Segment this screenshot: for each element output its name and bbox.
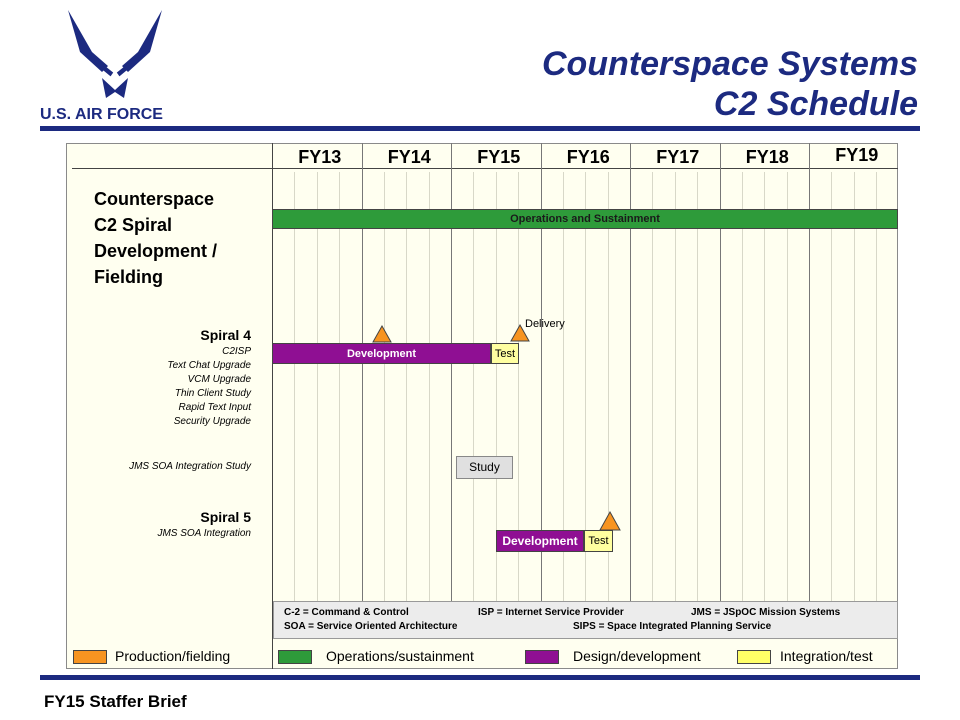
fy-divider-line — [451, 143, 452, 601]
quarter-grid-line — [608, 172, 609, 601]
fy-label: FY17 — [656, 147, 700, 167]
quarter-grid-line — [294, 172, 295, 601]
label-column-divider — [272, 143, 273, 669]
quarter-grid-line — [675, 172, 676, 601]
quarter-grid-line — [429, 172, 430, 601]
spiral4-development-bar: Development — [272, 343, 491, 364]
quarter-grid-line — [652, 172, 653, 601]
bottom-rule — [40, 675, 920, 680]
section-heading: Counterspace C2 Spiral Development / Fie… — [94, 186, 217, 290]
quarter-grid-line — [697, 172, 698, 601]
spiral5-milestone-icon — [599, 511, 621, 531]
quarter-grid-line — [876, 172, 877, 601]
spiral4-delivery-icon — [510, 324, 530, 342]
fy-label: FY13 — [298, 147, 342, 167]
quarter-grid-line — [339, 172, 340, 601]
fy-label: FY15 — [477, 147, 521, 167]
spiral4-item: C2ISP — [222, 346, 251, 357]
fy-header-line — [272, 168, 898, 169]
jms-study-bar: Study — [456, 456, 513, 479]
quarter-grid-line — [742, 172, 743, 601]
legend-swatch-production — [73, 650, 107, 664]
footnote-jms: JMS = JSpOC Mission Systems — [691, 607, 841, 618]
footer-text: FY15 Staffer Brief — [44, 692, 187, 711]
operations-sustainment-bar: Operations and Sustainment — [272, 209, 898, 229]
quarter-grid-line — [406, 172, 407, 601]
fy-header-left-line — [72, 168, 272, 169]
spiral5-development-bar: Development — [496, 530, 584, 552]
quarter-grid-line — [563, 172, 564, 601]
legend-swatch-test — [737, 650, 771, 664]
quarter-grid-line — [585, 172, 586, 601]
quarter-grid-line — [787, 172, 788, 601]
fy-divider-line — [362, 143, 363, 601]
footnote-isp: ISP = Internet Service Provider — [478, 607, 624, 618]
footnote-soa: SOA = Service Oriented Architecture — [284, 621, 458, 632]
quarter-grid-line — [473, 172, 474, 601]
quarter-grid-line — [831, 172, 832, 601]
legend-label-production: Production/fielding — [115, 648, 231, 664]
legend-label-development: Design/development — [573, 648, 701, 664]
fy-label: FY19 — [835, 145, 879, 165]
schedule-panel — [66, 143, 898, 669]
fy-divider-line — [720, 143, 721, 601]
spiral4-items: C2ISP Text Chat Upgrade VCM Upgrade Thin… — [167, 345, 251, 429]
spiral4-test-bar: Test — [491, 343, 519, 364]
fy-label: FY14 — [387, 147, 431, 167]
fy-label: FY18 — [745, 147, 789, 167]
spiral4-title: Spiral 4 — [200, 327, 251, 343]
title-line-1: Counterspace Systems — [541, 45, 918, 83]
quarter-grid-line — [496, 172, 497, 601]
fy-divider-line — [630, 143, 631, 601]
footnote-sips: SIPS = Space Integrated Planning Service — [573, 621, 772, 632]
jms-study-label: JMS SOA Integration Study — [129, 461, 251, 472]
footnote-c2: C-2 = Command & Control — [284, 607, 409, 618]
top-rule — [40, 126, 920, 131]
fy-divider-line — [541, 143, 542, 601]
heading-line-2: C2 Spiral — [94, 215, 173, 235]
air-force-logo: U.S. AIR FORCE — [40, 8, 190, 126]
quarter-grid-line — [384, 172, 385, 601]
spiral5-item: JMS SOA Integration — [157, 528, 251, 539]
heading-line-4: Fielding — [94, 267, 163, 287]
legend-swatch-development — [525, 650, 559, 664]
acronym-box — [273, 601, 898, 639]
heading-line-3: Development / — [94, 241, 218, 261]
quarter-grid-line — [764, 172, 765, 601]
spiral4-item: Rapid Text Input — [178, 402, 251, 413]
spiral5-title: Spiral 5 — [200, 509, 251, 525]
air-force-wings-icon — [68, 10, 162, 98]
title-line-2: C2 Schedule — [713, 85, 918, 123]
air-force-wordmark: U.S. AIR FORCE — [40, 106, 163, 123]
spiral4-item: Security Upgrade — [173, 416, 251, 427]
quarter-grid-line — [518, 172, 519, 601]
quarter-grid-line — [854, 172, 855, 601]
spiral4-milestone-icon — [372, 325, 392, 343]
legend-label-test: Integration/test — [780, 648, 873, 664]
spiral5-test-bar: Test — [584, 530, 613, 552]
fy-label: FY16 — [566, 147, 610, 167]
legend-swatch-operations — [278, 650, 312, 664]
spiral4-item: Text Chat Upgrade — [167, 360, 251, 371]
fy-divider-line — [809, 143, 810, 601]
spiral4-item: Thin Client Study — [174, 388, 251, 399]
spiral4-item: VCM Upgrade — [187, 374, 251, 385]
heading-line-1: Counterspace — [94, 189, 215, 209]
legend-label-operations: Operations/sustainment — [326, 648, 474, 664]
page-title: Counterspace Systems C2 Schedule — [542, 44, 918, 124]
delivery-label: Delivery — [525, 318, 565, 330]
quarter-grid-line — [317, 172, 318, 601]
